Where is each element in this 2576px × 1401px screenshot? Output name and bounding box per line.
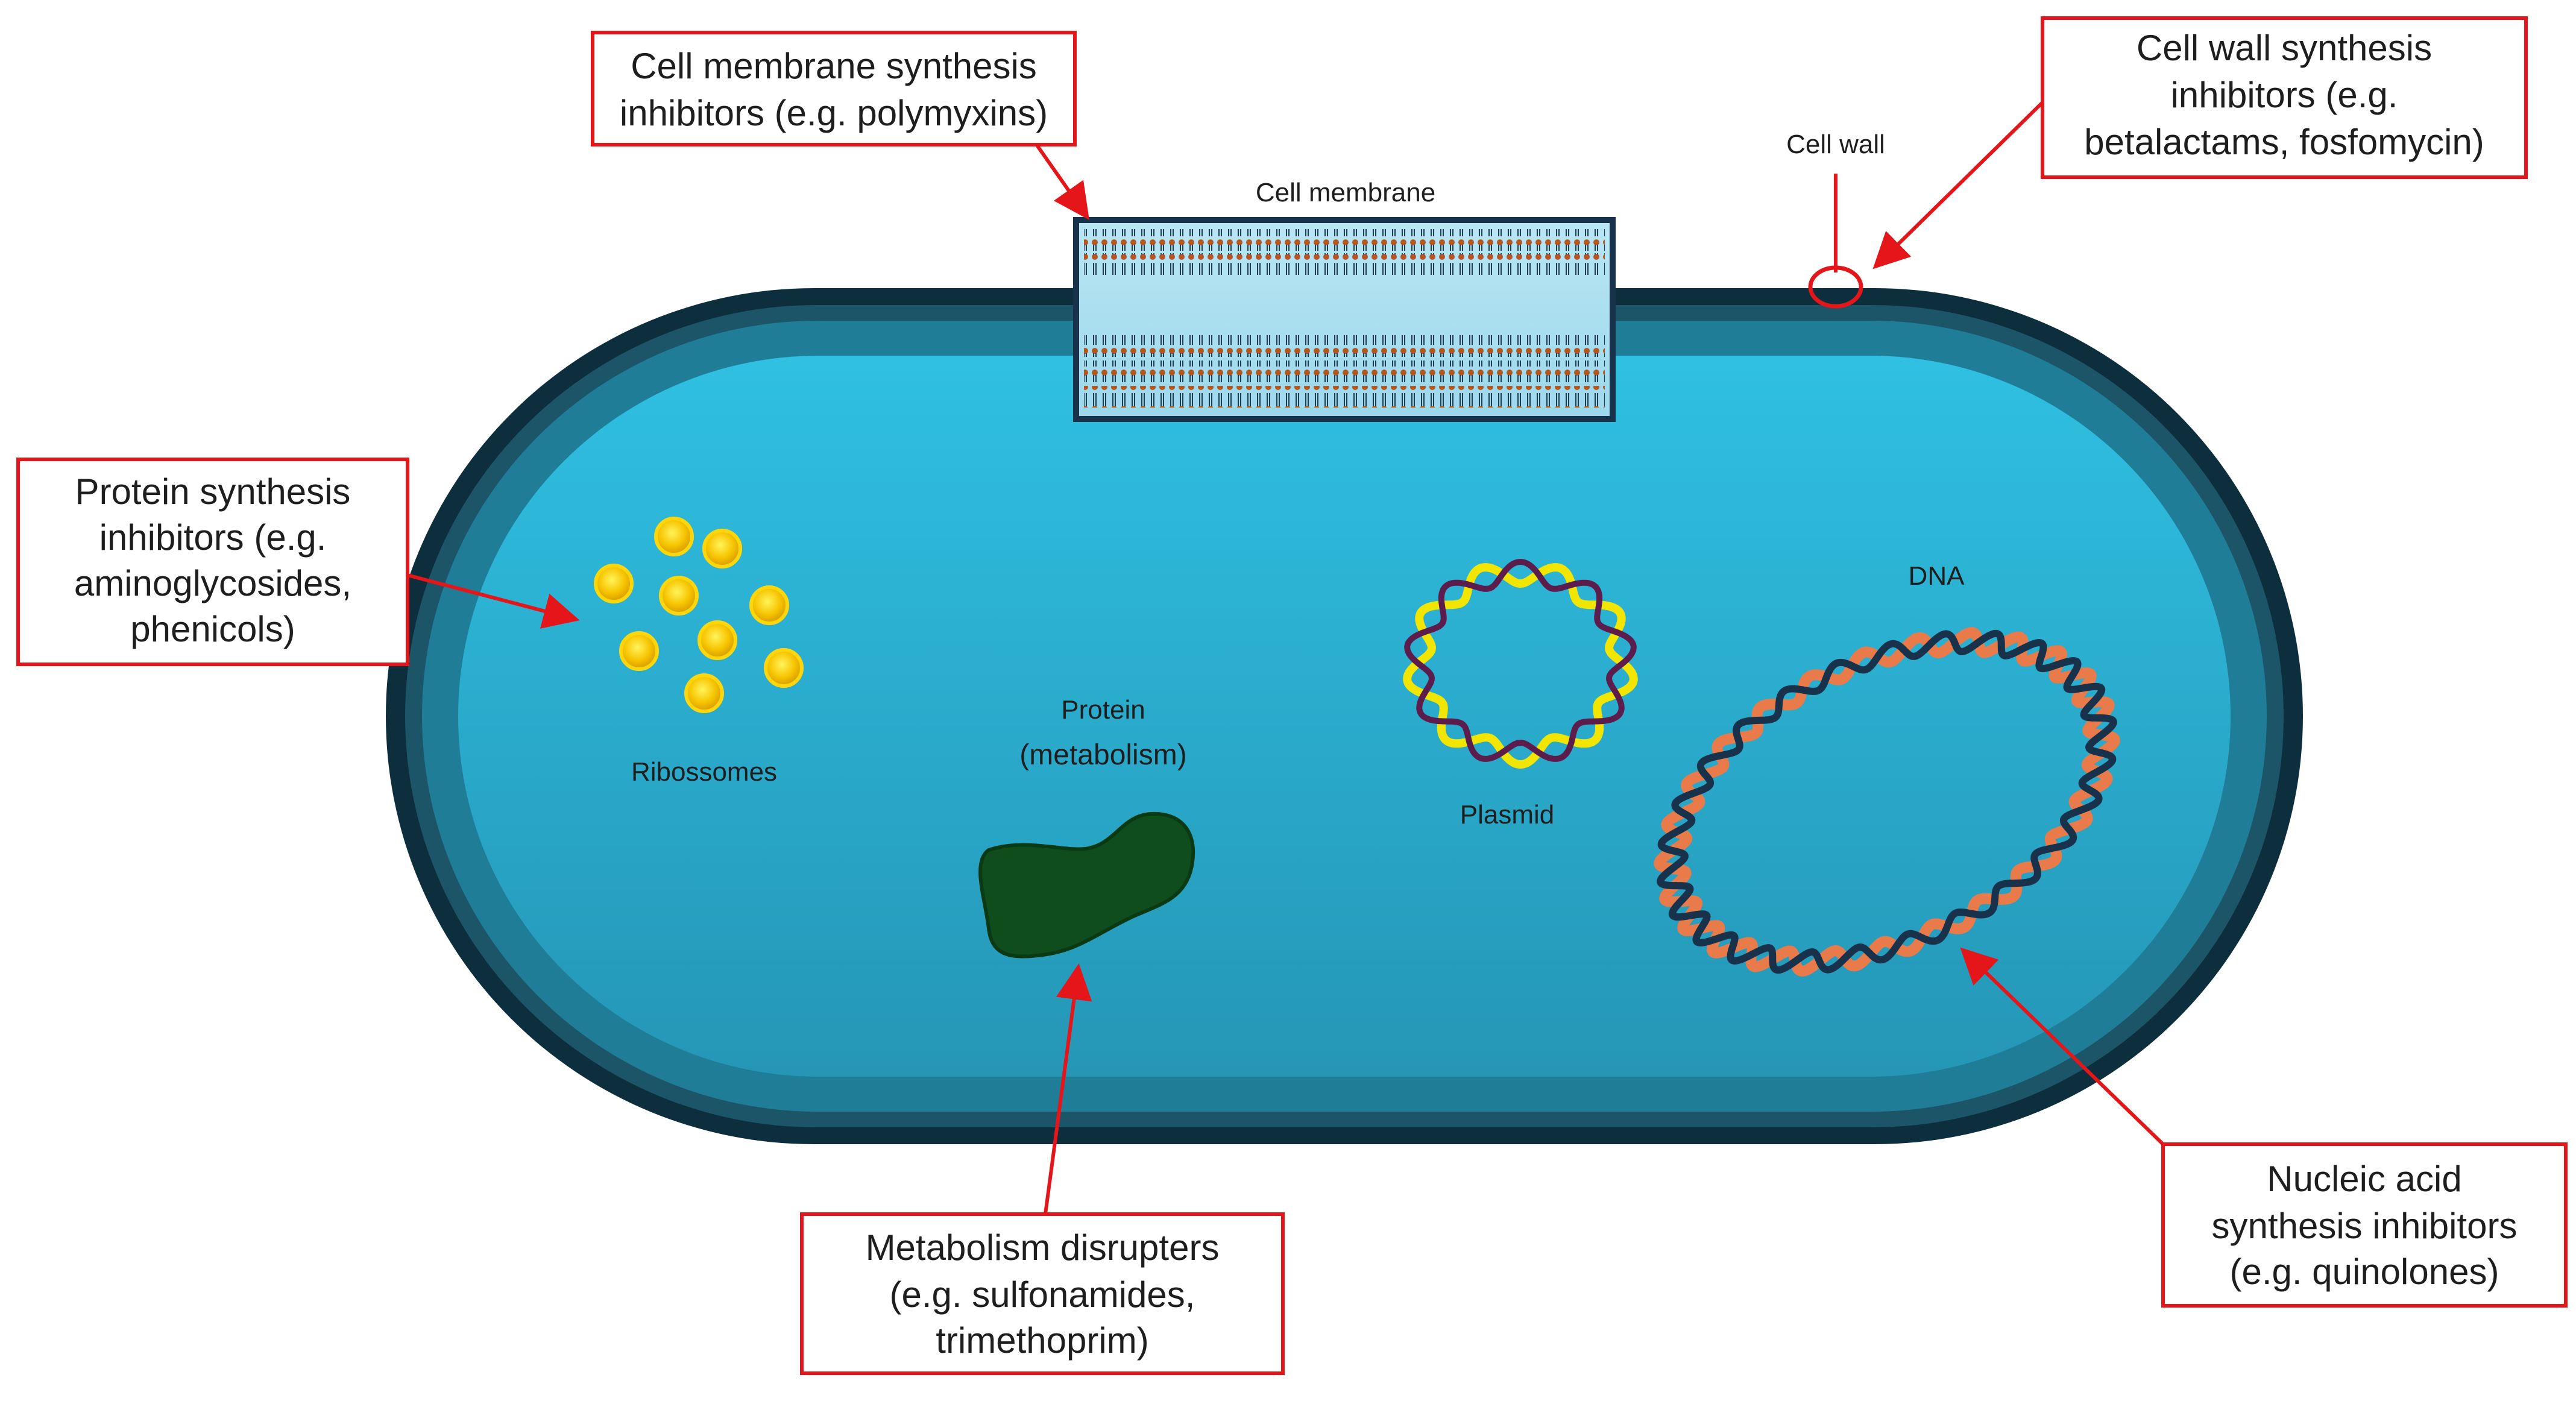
callout-wall-line-1: Cell wall synthesis [2137, 28, 2432, 68]
callout-protein-line-3: aminoglycosides, [74, 563, 351, 603]
cytoplasm [458, 356, 2231, 1077]
ribosome [698, 620, 737, 660]
ribosomes-label: Ribossomes [631, 757, 777, 787]
cell-body [386, 288, 2303, 1144]
callout-nucleic-line-1: Nucleic acid [2267, 1159, 2461, 1199]
cell-wall-label: Cell wall [1786, 130, 1885, 159]
callout-metabolism: Metabolism disrupters (e.g. sulfonamides… [800, 1212, 1285, 1375]
plasmid-label: Plasmid [1460, 800, 1555, 830]
callout-wall: Cell wall synthesis inhibitors (e.g. bet… [2041, 16, 2528, 179]
plasmid [1403, 558, 1638, 769]
callout-protein-box [16, 458, 409, 666]
arrow-metabolism [1044, 963, 1092, 1215]
protein-blob [978, 811, 1195, 959]
dna-strand-b [1657, 629, 2117, 974]
callout-protein: Protein synthesis inhibitors (e.g. amino… [16, 458, 409, 666]
callout-nucleic-line-3: (e.g. quinolones) [2230, 1251, 2499, 1292]
plasmid-strand-b [1404, 558, 1637, 762]
callout-protein-line-1: Protein synthesis [75, 471, 351, 512]
cell-membrane-label: Cell membrane [1256, 178, 1435, 207]
lipid-bilayer-mid [1084, 360, 1605, 382]
ribosome [659, 576, 699, 615]
ribosome [764, 648, 804, 688]
callout-wall-box [2041, 16, 2528, 179]
callout-membrane-box [591, 31, 1077, 146]
ribosome [619, 631, 659, 671]
protein-label: Protein [1061, 695, 1145, 725]
cell-membrane-inset [1073, 217, 1616, 422]
lipid-bilayer-top-a [1084, 229, 1605, 251]
dna-label: DNA [1909, 561, 1965, 591]
callout-nucleic-line-2: synthesis inhibitors [2212, 1206, 2518, 1246]
callout-nucleic-box [2161, 1142, 2568, 1308]
ribosome [702, 529, 742, 568]
dna [1654, 627, 2120, 977]
arrow-cell-wall [1872, 101, 2044, 269]
callout-membrane-line-2: inhibitors (e.g. polymyxins) [620, 93, 1048, 133]
callout-metabolism-line-1: Metabolism disrupters [866, 1227, 1220, 1268]
ribosome [654, 517, 694, 556]
callout-protein-line-4: phenicols) [130, 609, 295, 649]
callout-protein-line-2: inhibitors (e.g. [99, 517, 327, 558]
callout-nucleic: Nucleic acid synthesis inhibitors (e.g. … [2161, 1142, 2568, 1308]
arrow-protein-synthesis [407, 573, 580, 629]
callout-membrane: Cell membrane synthesis inhibitors (e.g.… [591, 31, 1077, 146]
ribosome [594, 564, 634, 603]
lipid-bilayer-bottom-b [1084, 386, 1605, 408]
metabolism-label: (metabolism) [1019, 739, 1186, 771]
lipid-bilayer-bottom-a [1084, 335, 1605, 357]
callout-metabolism-box [800, 1212, 1285, 1375]
cell-wall-marker-circle [1808, 265, 1863, 309]
callout-wall-line-3: betalactams, fosfomycin) [2084, 122, 2484, 162]
callout-membrane-line-1: Cell membrane synthesis [631, 46, 1037, 86]
callout-metabolism-line-3: trimethoprim) [936, 1320, 1148, 1361]
callout-metabolism-line-2: (e.g. sulfonamides, [890, 1274, 1195, 1315]
ribosome [749, 585, 789, 625]
arrow-membrane [1034, 142, 1089, 220]
callout-wall-line-2: inhibitors (e.g. [2171, 75, 2398, 115]
ribosome [684, 673, 724, 713]
arrow-nucleic-acid [1960, 947, 2165, 1146]
ribosomes [594, 517, 804, 713]
lipid-bilayer-top-b [1084, 253, 1605, 275]
